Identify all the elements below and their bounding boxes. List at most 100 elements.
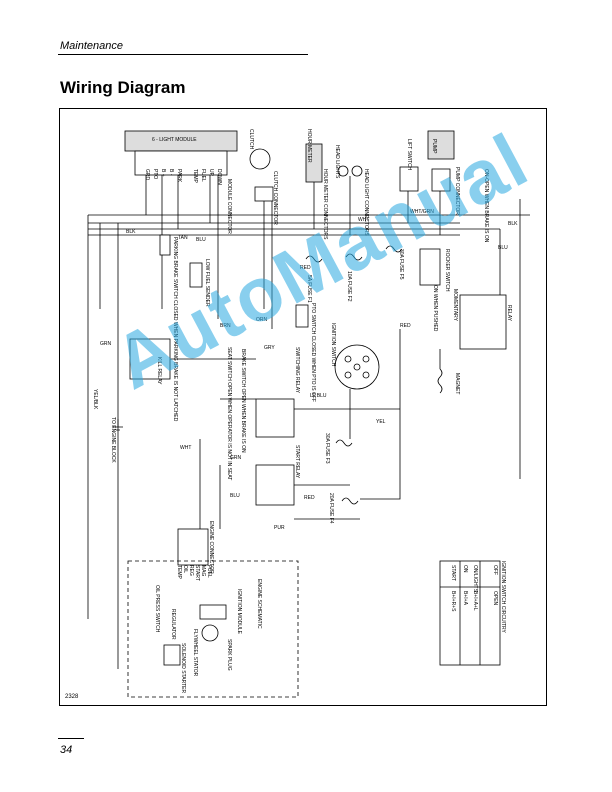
head-light-right (351, 165, 363, 177)
pump-label: PUMP (431, 139, 437, 154)
module-pin-label: FUEL (200, 169, 206, 182)
wire-label: GRN (230, 455, 242, 461)
wire-label: WHT (358, 217, 369, 223)
fuse-label: 10A FUSE F2 (346, 271, 352, 302)
pump-connector-block (431, 168, 451, 192)
head-lights-label: HEAD LIGHTS (334, 145, 340, 179)
footer-divider (58, 738, 84, 739)
kill-relay (129, 338, 171, 380)
ignition-table: IGNITION SWITCH CIRCUITRY OFF OPEN ON/LI… (439, 560, 506, 666)
module-pin-label: B + (160, 169, 166, 177)
wire-label: ORN (256, 317, 268, 323)
fuse-f4 (341, 497, 359, 505)
fuse-f2 (345, 253, 363, 261)
wiring-diagram: 6 - LIGHT MODULE DOWN UP FUEL TEMP PARK … (87, 129, 530, 698)
magnet-coil (437, 349, 443, 394)
pto-switch-label: PTO SWITCH CLOSED WHEN PTO IS OFF (310, 303, 316, 402)
module-pin-label: UP (208, 169, 214, 177)
wire-label: TAN (178, 235, 188, 241)
engine-pin-label: START (194, 565, 200, 581)
module-pin-label: PTO (152, 169, 158, 179)
head-light-connectors-label: HEAD LIGHT CONNECTORS (363, 169, 369, 236)
ignition-terminal (362, 355, 370, 363)
brake-switch-note: ON-OPEN WHEN BRAKE IS ON (483, 169, 489, 243)
rocker-switch-label: ROCKER SWITCH (444, 249, 450, 292)
module-pin-label: PARK (176, 169, 182, 183)
hour-meter-connectors-label: HOUR METER CONNECTORS (322, 169, 328, 240)
on-when-pushed-label: ON WHEN PUSHED (432, 285, 438, 332)
momentary-label: MOMENTARY (452, 289, 458, 322)
starter-solenoid (163, 644, 181, 666)
head-light-left (337, 165, 349, 177)
wire-label: RED (400, 323, 411, 329)
start-relay-label: START RELAY (294, 445, 300, 479)
ignition-module-label: IGNITION MODULE (236, 589, 242, 635)
low-fuel-sender-label: LOW FUEL SENDER (204, 259, 210, 307)
figure-id: 2328 (65, 694, 79, 700)
diagram-frame: 6 - LIGHT MODULE DOWN UP FUEL TEMP PARK … (59, 108, 547, 706)
engine-schematic-box (127, 560, 299, 698)
regulator-label: REGULATOR (170, 609, 176, 640)
brake-switch-label: BRAKE SWITCH OPEN WHEN BRAKE IS ON (240, 349, 246, 453)
wire-label: GRN (100, 341, 112, 347)
parking-brake-switch (159, 234, 171, 256)
wire-label: GRY (264, 345, 275, 351)
engine-pins: FUEL MAG START REG OIL TEMP (176, 565, 212, 581)
module-connector-block (134, 150, 228, 176)
lift-switch (399, 166, 419, 192)
magnet-label: MAGNET (454, 373, 460, 394)
ignition-terminal (344, 371, 352, 379)
rocker-switch (419, 248, 441, 286)
clutch-connector (254, 186, 274, 202)
lift-relay (459, 294, 507, 350)
switching-relay-label: SWITCHING RELAY (294, 347, 300, 394)
parking-brake-label: PARKING BRAKE SWITCH CLOSED WHEN PARKING… (172, 237, 178, 422)
wire-label: WHT (180, 445, 191, 451)
engine-schematic-label: ENGINE SCHEMATIC (256, 579, 262, 629)
wire-label: RED (300, 265, 311, 271)
engine-connector (177, 528, 209, 566)
wire (360, 329, 401, 500)
ignition-table-cell: B+I+A (462, 591, 468, 606)
start-relay (255, 464, 295, 506)
clutch-coil (249, 148, 271, 170)
ignition-terminal (344, 355, 352, 363)
wire-label: BLK (126, 229, 136, 235)
fuse-f3 (335, 439, 353, 447)
fuse-group: 5A FUSE F1 10A FUSE F2 30A FUSE F5 30A F… (305, 245, 404, 524)
ignition-table-title: IGNITION SWITCH CIRCUITRY (500, 561, 506, 634)
fuse-f1 (305, 255, 323, 263)
ignition-table-header: OPEN (492, 591, 498, 606)
wire-label: YEL/BLK (92, 389, 98, 410)
lift-switch-label: LIFT SWITCH (406, 139, 412, 171)
clutch-label: CLUTCH (248, 129, 254, 150)
ground-symbol (113, 419, 123, 431)
starter-label: SOLENOID STARTER (180, 643, 186, 693)
hour-meter-label: HOUR METER (306, 129, 312, 163)
flywheel-stator-label: FLYWHEEL STATOR (192, 629, 198, 677)
wire-label: LT BLU (310, 393, 327, 399)
module-pins: DOWN UP FUEL TEMP PARK B - B + PTO GRD (144, 169, 222, 185)
engine-connector-label: ENGINE CONNECTOR (208, 521, 214, 574)
wire-label: PUR (274, 525, 285, 531)
section-label: Maintenance (60, 40, 123, 52)
module-pin-label: TEMP (192, 169, 198, 184)
page-title: Wiring Diagram (60, 78, 186, 97)
ignition-table-cell: ON/LIGHTS (472, 565, 478, 593)
switching-relay (255, 398, 295, 438)
page-number: 34 (60, 744, 73, 756)
ignition-table-frame (439, 560, 501, 666)
oil-press-switch-label: OIL PRESS SWITCH (154, 585, 160, 633)
module-pin-label: B - (168, 169, 174, 176)
engine-pin-label: MAG (200, 565, 206, 577)
fuse-f5 (385, 245, 403, 253)
module-pin-label: DOWN (216, 169, 222, 185)
fuse-label: 30A FUSE F3 (324, 433, 330, 464)
wire-label: BLU (230, 493, 240, 499)
wire-label: YEL (376, 419, 386, 425)
pto-switch (295, 304, 309, 328)
wire-label: BRN (220, 323, 231, 329)
wire-label: WHT/GRN (410, 209, 434, 215)
seat-switch-label: SEAT SWITCH OPEN WHEN OPERATOR IS NOT IN… (226, 347, 232, 480)
spark-plug-label: SPARK PLUG (226, 639, 232, 671)
